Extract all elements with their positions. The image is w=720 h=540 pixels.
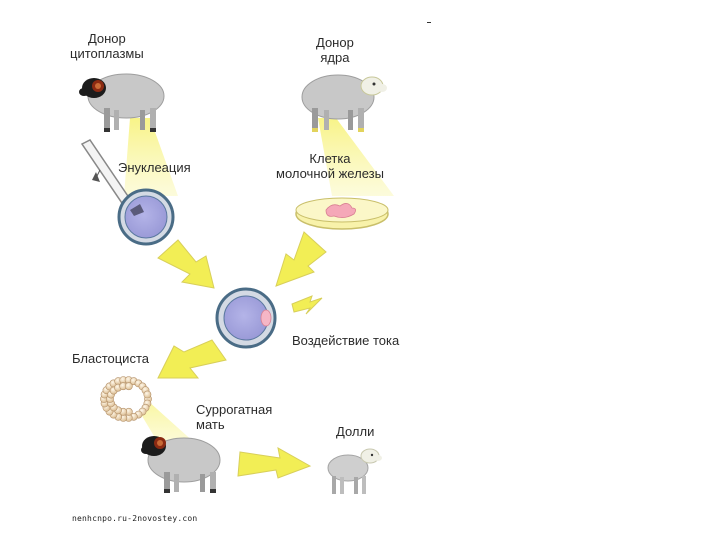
fused-cell-icon [217,289,275,347]
blastocyst-cell [125,383,132,390]
cytoplasm-donor-sheep-icon [79,74,164,132]
arrow-surrogate-to-dolly [238,448,310,478]
corner-mark [427,22,431,23]
blastocyst-icon [100,377,151,422]
cytoplasm-donor-label: Донор цитоплазмы [70,31,144,61]
arrow-cell-to-fusion [276,232,326,286]
nucleus-donor-line2: ядра [316,50,354,65]
mammary-cell-label: Клетка молочной железы [276,151,384,181]
blastocyst-cell [144,391,151,398]
nucleus-donor-label: Донор ядра [316,35,354,65]
surrogate-line1: Суррогатная [196,402,272,417]
surrogate-mother-label: Суррогатная мать [196,402,272,432]
blastocyst-label: Бластоциста [72,351,149,366]
surrogate-line2: мать [196,417,272,432]
dolly-lamb-icon [328,449,382,494]
dolly-label: Долли [336,424,374,439]
egg-cell-icon [119,190,173,244]
nucleus-donor-line1: Донор [316,35,354,50]
electric-shock-label: Воздействие тока [292,333,399,348]
arrow-fusion-to-blastocyst [158,340,226,378]
watermark-text: nenhcnpo.ru-2novostey.con [72,514,197,523]
mammary-cell-line1: Клетка [276,151,384,166]
arrow-egg-to-fusion [158,240,214,288]
nucleus-donor-sheep-icon [302,75,387,132]
enucleation-label: Энуклеация [118,160,191,175]
cytoplasm-donor-line1: Донор [70,31,144,46]
cytoplasm-donor-line2: цитоплазмы [70,46,144,61]
lightning-icon [292,296,322,314]
petri-dish-icon [296,198,388,229]
surrogate-mother-sheep-icon [141,436,220,493]
mammary-cell-line2: молочной железы [276,166,384,181]
